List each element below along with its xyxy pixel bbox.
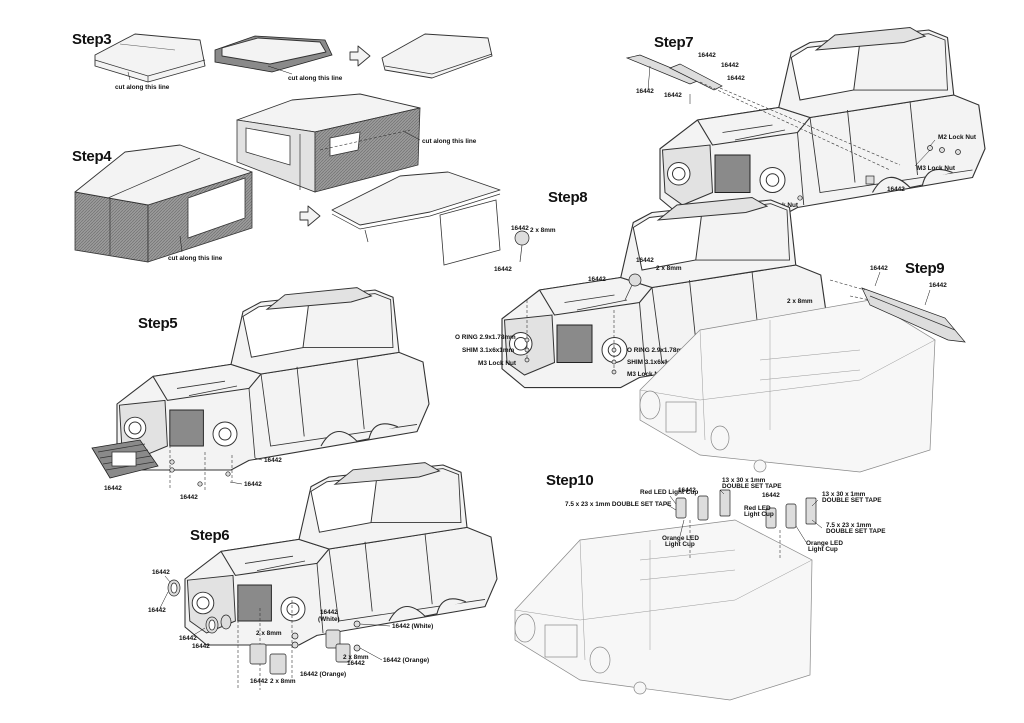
- step10-group: Step10 Red LED Light Cup 16442 13 x 30 x…: [514, 472, 886, 701]
- step8-shim-b: SHIM 3.1x6x1mm: [627, 359, 680, 366]
- step5-group: Step5 16442 16442 16442 16442: [91, 287, 430, 501]
- step8-screw-a: 2 x 8mm: [530, 227, 556, 234]
- step10-orange-cup-b: Light Cup: [665, 541, 695, 548]
- step8-title: Step8: [548, 189, 587, 206]
- step10-tub: [514, 519, 813, 701]
- step7-part-c: 16442: [727, 75, 745, 82]
- step3-cut-label-a: cut along this line: [115, 84, 170, 91]
- step10-orange-cup-c: Orange LED: [806, 540, 843, 547]
- step6-part-orange: 16442 (Orange): [383, 657, 429, 664]
- step6-truck: [184, 462, 498, 646]
- step9-rollbar: [861, 287, 966, 343]
- step10-part-a: 16442: [678, 487, 696, 494]
- step9-group: Step9 16442 16442 2 x 8mm: [639, 260, 966, 473]
- step5-grille: [91, 439, 159, 479]
- step8-oring-b: O RING 2.9x1.78mm: [627, 347, 688, 354]
- step5-part-a: 16442: [104, 485, 122, 492]
- step8-screw-b: 2 x 8mm: [656, 265, 682, 272]
- step9-title: Step9: [905, 260, 944, 277]
- step9-part-a: 16442: [870, 265, 888, 272]
- step6-part-white-b: (White): [318, 616, 340, 623]
- step7-m2nut-a: M2 Lock Nut: [938, 134, 977, 141]
- step8-part-a: 16442: [511, 225, 529, 232]
- step7-part-d: 16442: [636, 88, 654, 95]
- step5-part-b: 16442: [180, 494, 198, 501]
- step10-tape-small-a: 7.5 x 23 x 1mm: [826, 522, 871, 529]
- step10-tape-big-b: DOUBLE SET TAPE: [722, 483, 782, 490]
- step3-roof-c: [381, 33, 493, 79]
- step10-red-cup: Red LED Light Cup: [640, 489, 698, 496]
- step6-screw-c: 2 x 8mm: [270, 678, 296, 685]
- step10-tape-big-c: 13 x 30 x 1mm: [822, 491, 866, 498]
- step6-indicator-a: [249, 643, 267, 665]
- step9-part-b: 16442: [929, 282, 947, 289]
- step6-group: Step6 16442 16442 16442 16442 2 x 8mm 16…: [148, 462, 498, 690]
- step8-m3nut-b: M3 Lock Nut: [627, 371, 666, 378]
- step6-part-white-a: 16442: [320, 609, 338, 616]
- step4-cut-label-b: cut along this line: [422, 138, 477, 145]
- step6-part-d: 16442: [192, 643, 210, 650]
- step4-arrow: [299, 205, 321, 227]
- step6-part-orange-b: 16442 (Orange): [300, 671, 346, 678]
- step4-cut-label-a: cut along this line: [168, 255, 223, 262]
- step3-arrow: [349, 45, 371, 67]
- step4-group: Step4 cut along this line cut along this…: [72, 93, 501, 266]
- step6-part-c: 16442: [179, 635, 197, 642]
- step10-tape-small: 7.5 x 23 x 1mm DOUBLE SET TAPE: [565, 501, 672, 508]
- step8-mirror-a: [514, 230, 530, 246]
- step4-hardtop-large: [74, 144, 253, 263]
- step10-tape-big-d: DOUBLE SET TAPE: [822, 497, 882, 504]
- step3-cut-label-b: cut along this line: [288, 75, 343, 82]
- step10-red-cup-a: Red LED: [744, 505, 771, 512]
- step7-group: Step7 16442 16442 16442 16442 16442 M2 L…: [625, 26, 986, 219]
- step10-title: Step10: [546, 472, 593, 489]
- step8-mirror-b: [628, 273, 642, 287]
- step10-part-b: 16442: [762, 492, 780, 499]
- step6-title: Step6: [190, 527, 229, 544]
- step3-group: Step3 cut along this line cut along this…: [72, 31, 493, 91]
- step4-hardtop-cut: [331, 171, 501, 266]
- step9-screw: 2 x 8mm: [787, 298, 813, 305]
- step10-tape-big-a: 13 x 30 x 1mm: [722, 477, 766, 484]
- step5-part-d: 16442: [264, 457, 282, 464]
- step6-indicator-b: [269, 653, 287, 675]
- step6-part-f: 16442: [250, 678, 268, 685]
- step7-part-e: 16442: [664, 92, 682, 99]
- step6-screw-a: 2 x 8mm: [256, 630, 282, 637]
- step4-hardtop-rear: [236, 93, 421, 193]
- step7-m3nut: M3 Lock Nut: [917, 165, 956, 172]
- step7-part-b: 16442: [721, 62, 739, 69]
- step10-orange-cup-a: Orange LED: [662, 535, 699, 542]
- step8-oring-a: O RING 2.9x1.78mm: [455, 334, 516, 341]
- step5-part-c: 16442: [244, 481, 262, 488]
- step7-part-f: 16442: [887, 186, 905, 193]
- step3-title: Step3: [72, 31, 111, 48]
- step5-title: Step5: [138, 315, 177, 332]
- step7-hinge-b: [669, 63, 723, 91]
- step7-title: Step7: [654, 34, 693, 51]
- step6-part-white: 16442 (White): [392, 623, 433, 630]
- step4-title: Step4: [72, 148, 112, 165]
- step10-orange-cup-d: Light Cup: [808, 546, 838, 553]
- step3-roof-b: [214, 35, 333, 73]
- step9-tub: [639, 299, 936, 473]
- step8-m3nut-a: M3 Lock Nut: [478, 360, 517, 367]
- step6-screw-b: 2 x 8mm: [343, 654, 369, 661]
- step10-tape-small-b: DOUBLE SET TAPE: [826, 528, 886, 535]
- step3-roof-a: [94, 33, 206, 83]
- step8-part-d: 16442: [588, 276, 606, 283]
- step8-part-b: 16442: [494, 266, 512, 273]
- step6-part-e: 16442: [347, 660, 365, 667]
- step8-part-c: 16442: [636, 257, 654, 264]
- step6-part-b: 16442: [148, 607, 166, 614]
- step8-group: Step8 16442 2 x 8mm 16442 16442 2 x 8mm …: [455, 189, 828, 389]
- step6-part-a: 16442: [152, 569, 170, 576]
- step8-shim-a: SHIM 3.1x6x1mm: [462, 347, 515, 354]
- step7-part-a: 16442: [698, 52, 716, 59]
- step10-red-cup-b: Light Cup: [744, 511, 774, 518]
